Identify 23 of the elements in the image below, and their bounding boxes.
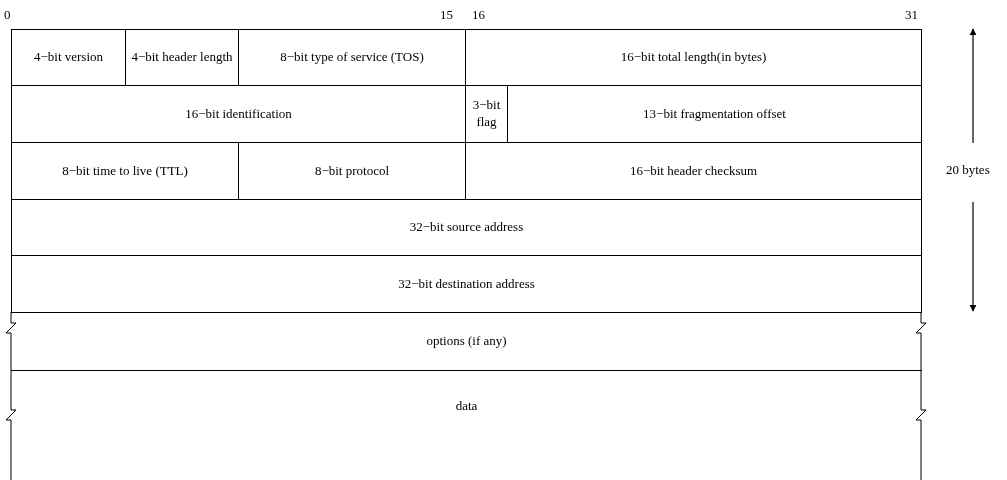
field-label: 4−bit header length bbox=[130, 49, 234, 66]
bit-number: 16 bbox=[472, 8, 485, 21]
field-label: 3−bit flag bbox=[471, 97, 502, 131]
field-label: 13−bit fragmentation offset bbox=[642, 105, 787, 123]
bit-number: 31 bbox=[905, 8, 918, 21]
field-label: 16−bit total length(in bytes) bbox=[619, 49, 768, 66]
field-label: options (if any) bbox=[425, 333, 508, 350]
header-field-cell bbox=[465, 29, 922, 86]
dimension-label: 20 bytes bbox=[946, 163, 990, 176]
header-field-cell bbox=[11, 29, 126, 86]
field-label: 8−bit type of service (TOS) bbox=[279, 49, 425, 66]
bit-number: 0 bbox=[4, 8, 11, 21]
field-label: 32−bit source address bbox=[408, 219, 525, 236]
field-label: 4−bit version bbox=[32, 49, 105, 66]
field-label: 32−bit destination address bbox=[397, 275, 536, 293]
field-label: 16−bit header checksum bbox=[628, 162, 759, 180]
field-label: 8−bit protocol bbox=[313, 162, 391, 180]
field-label: data bbox=[454, 398, 479, 415]
field-label: 16−bit identification bbox=[184, 105, 293, 123]
header-field-cell bbox=[11, 199, 922, 256]
bit-number: 15 bbox=[440, 8, 453, 21]
header-field-cell bbox=[11, 255, 922, 313]
field-label: 8−bit time to live (TTL) bbox=[61, 162, 189, 180]
